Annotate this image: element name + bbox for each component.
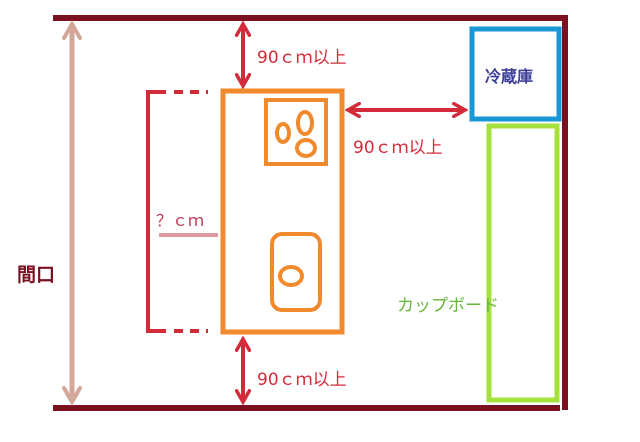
- fridge-label: 冷蔵庫: [485, 67, 534, 86]
- cupboard: [486, 123, 560, 403]
- cooktop: [264, 98, 328, 166]
- bottom-clearance-label: 90ｃｍ以上: [257, 370, 347, 390]
- side-clearance-label: 90ｃｍ以上: [353, 138, 443, 158]
- frontage-label: 間口: [17, 264, 56, 286]
- fridge: [469, 26, 562, 122]
- top-clearance-label: 90ｃｍ以上: [257, 48, 347, 68]
- sink: [270, 232, 322, 312]
- cupboard-label: カップボード: [397, 296, 499, 316]
- burner-icons: [275, 110, 317, 158]
- kitchen-island: [220, 88, 345, 335]
- island-length-bracket: [146, 90, 208, 333]
- sink-drain-icon: [278, 265, 304, 287]
- island-length-label: ？ｃｍ: [156, 211, 205, 230]
